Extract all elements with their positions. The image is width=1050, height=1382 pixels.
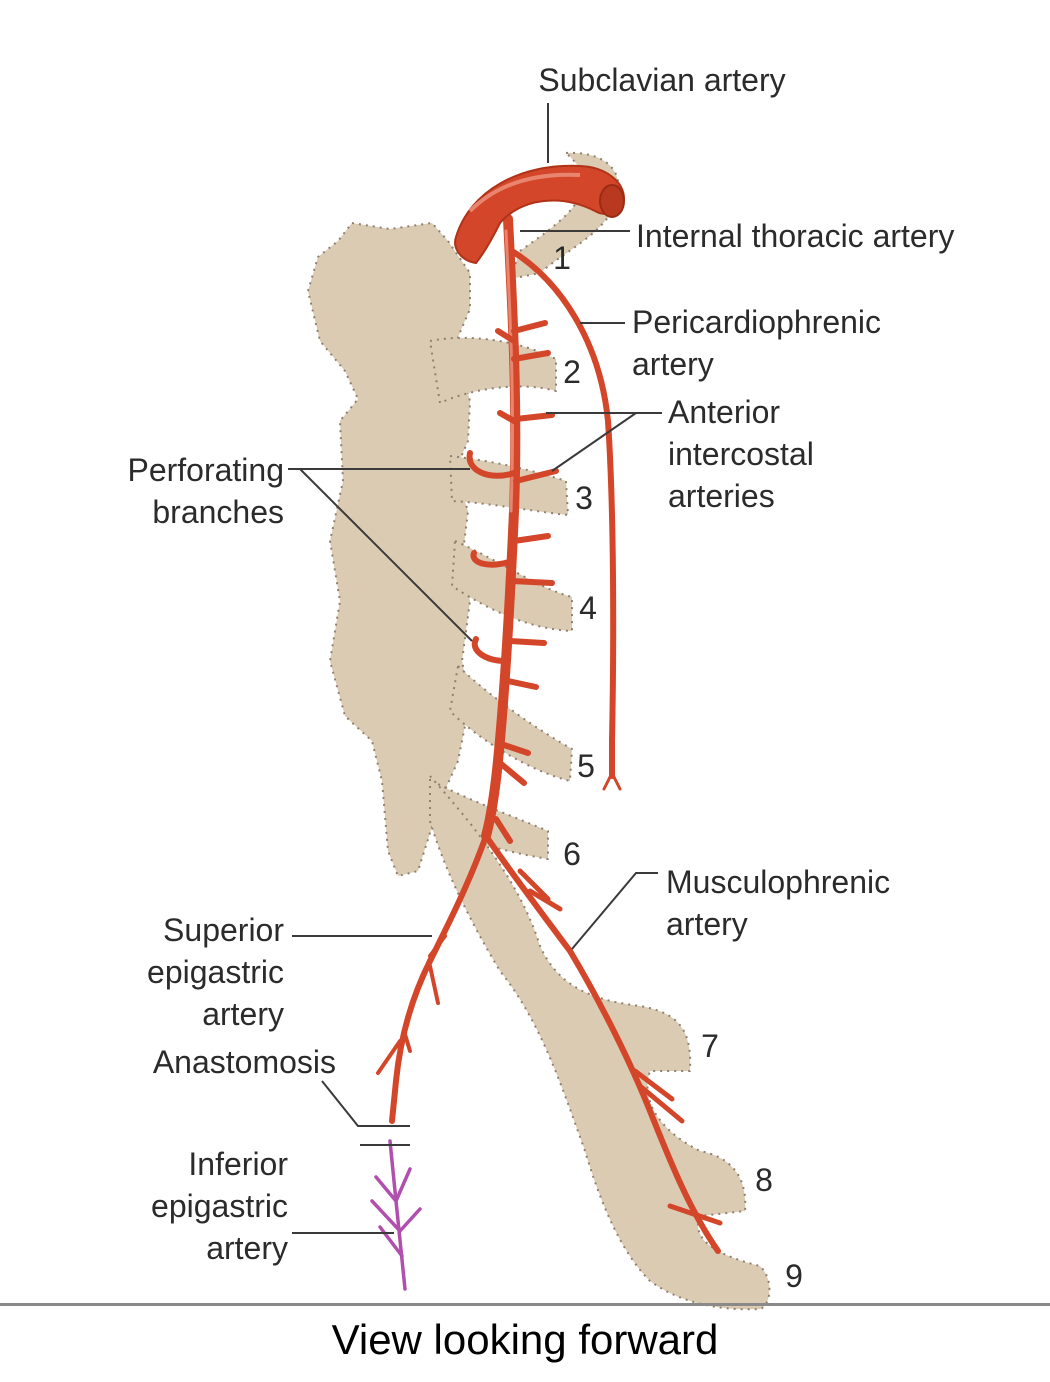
rib-numbers: 1 2 3 4 5 6 7 8 9 — [553, 240, 803, 1294]
leader-lines — [288, 103, 662, 1234]
label-superior-epigastric-line3: artery — [202, 996, 284, 1032]
inferior-epigastric-artery — [370, 1139, 422, 1291]
rib-number-2: 2 — [563, 354, 581, 390]
label-musculophrenic-line2: artery — [666, 906, 748, 942]
rib-5 — [449, 665, 573, 782]
label-superior-epigastric-line1: Superior — [163, 912, 284, 948]
label-pericardiophrenic-line1: Pericardiophrenic — [632, 304, 881, 340]
rib-number-7: 7 — [701, 1028, 719, 1064]
label-superior-epigastric-line2: epigastric — [147, 954, 284, 990]
label-anterior-intercostal-line2: intercostal — [668, 436, 814, 472]
costal-cartilage-7-9 — [429, 775, 771, 1311]
sternum-and-ribs — [307, 151, 771, 1311]
label-pericardiophrenic-line2: artery — [632, 346, 714, 382]
label-anterior-intercostal-line3: arteries — [668, 478, 775, 514]
label-perforating-line2: branches — [152, 494, 284, 530]
label-anastomosis: Anastomosis — [153, 1044, 336, 1080]
rib-number-9: 9 — [785, 1258, 803, 1294]
figure-caption: View looking forward — [331, 1316, 719, 1363]
arteries — [376, 214, 723, 1254]
rib-number-4: 4 — [579, 590, 597, 626]
sternum — [307, 222, 471, 877]
subclavian-artery — [454, 164, 626, 265]
label-inferior-epigastric-line2: epigastric — [151, 1188, 288, 1224]
label-musculophrenic-line1: Musculophrenic — [666, 864, 890, 900]
label-anterior-intercostal-line1: Anterior — [668, 394, 780, 430]
pericardiophrenic-artery — [509, 248, 617, 779]
perforating-branches — [466, 450, 517, 664]
internal-thoracic-artery — [481, 214, 521, 841]
label-inferior-epigastric-line1: Inferior — [188, 1146, 288, 1182]
rib-number-8: 8 — [755, 1162, 773, 1198]
label-subclavian-artery: Subclavian artery — [538, 62, 785, 98]
labels: Subclavian artery Internal thoracic arte… — [127, 62, 954, 1266]
caption-divider — [0, 1303, 1050, 1306]
medial-branches — [495, 328, 517, 424]
rib-number-5: 5 — [577, 748, 595, 784]
rib-2 — [429, 336, 557, 404]
rib-3 — [449, 455, 569, 516]
musculophrenic-artery — [483, 833, 721, 1254]
rib-number-1: 1 — [553, 240, 571, 276]
rib-number-3: 3 — [575, 480, 593, 516]
anterior-intercostal-branches — [493, 320, 559, 844]
superior-epigastric-artery — [389, 833, 489, 1124]
label-inferior-epigastric-line3: artery — [206, 1230, 288, 1266]
label-internal-thoracic-artery: Internal thoracic artery — [636, 218, 954, 254]
label-perforating-line1: Perforating — [127, 452, 284, 488]
rib-number-6: 6 — [563, 836, 581, 872]
